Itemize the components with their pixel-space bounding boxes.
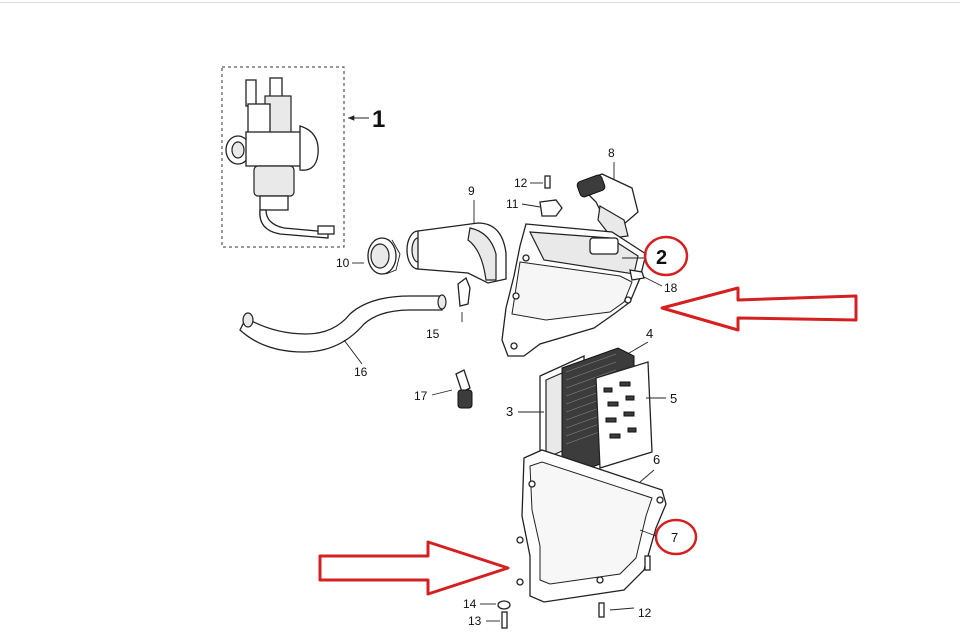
screw-icon [501,611,508,629]
intake-connector-group: 8 [576,146,639,239]
hose-clip-icon [457,276,471,307]
carburetor-icon [225,77,335,239]
callout-1: 1 [372,106,385,133]
screw-icon [544,175,551,189]
intake-connector-icon [576,173,639,239]
big-arrow-icon [318,540,510,596]
callout-12-top: 12 [514,176,528,190]
housing-cover-icon [516,449,667,603]
screw-icon [598,602,605,618]
housing-cover-group: 6 7 [516,449,698,603]
screw-top-group: 12 11 [506,175,563,217]
callout-4: 4 [646,326,653,341]
washer-icon [497,600,511,610]
callout-9: 9 [468,184,475,198]
elbow-intake-group: 9 [406,184,507,284]
filter-elements-group: 4 3 5 [506,326,677,473]
callout-15: 15 [426,327,440,341]
air-filter-housing-icon [501,223,647,357]
drain-plug-icon [455,369,473,409]
hose-group: 16 [239,294,447,379]
callout-12-bottom: 12 [638,606,652,620]
callout-8: 8 [608,146,615,160]
callout-14: 14 [463,597,477,611]
callout-11: 11 [506,197,519,211]
callout-2: 2 [656,247,667,269]
highlight-circle-2 [643,235,689,277]
elbow-intake-icon [406,222,507,284]
cap-icon [367,237,401,275]
callout-6: 6 [653,452,660,467]
callout-13: 13 [468,614,482,628]
callout-10: 10 [336,256,350,270]
filter-sponge-icon [595,361,653,469]
callout-18: 18 [664,281,678,295]
callout-7: 7 [671,530,678,545]
screw-bottom-group: 12 14 13 [463,555,652,629]
callout-17: 17 [414,389,428,403]
washer-icon [629,269,645,281]
callout-5: 5 [670,391,677,406]
screw-icon [644,555,651,571]
air-filter-housing-group: 2 18 [501,223,689,357]
carburetor-group: 1 [221,66,385,248]
top-border [0,2,960,3]
carburetor-dashed-box [221,66,345,248]
hose-clip-group: 15 [426,276,471,341]
callout-3: 3 [506,404,513,419]
highlight-circle-7 [654,518,698,556]
hose-icon [239,295,443,353]
callout-16: 16 [354,365,368,379]
clip-icon [539,199,563,217]
drain-plug-group: 17 [414,369,473,409]
big-arrow-icon [660,286,858,332]
cap-group: 10 [336,237,401,275]
